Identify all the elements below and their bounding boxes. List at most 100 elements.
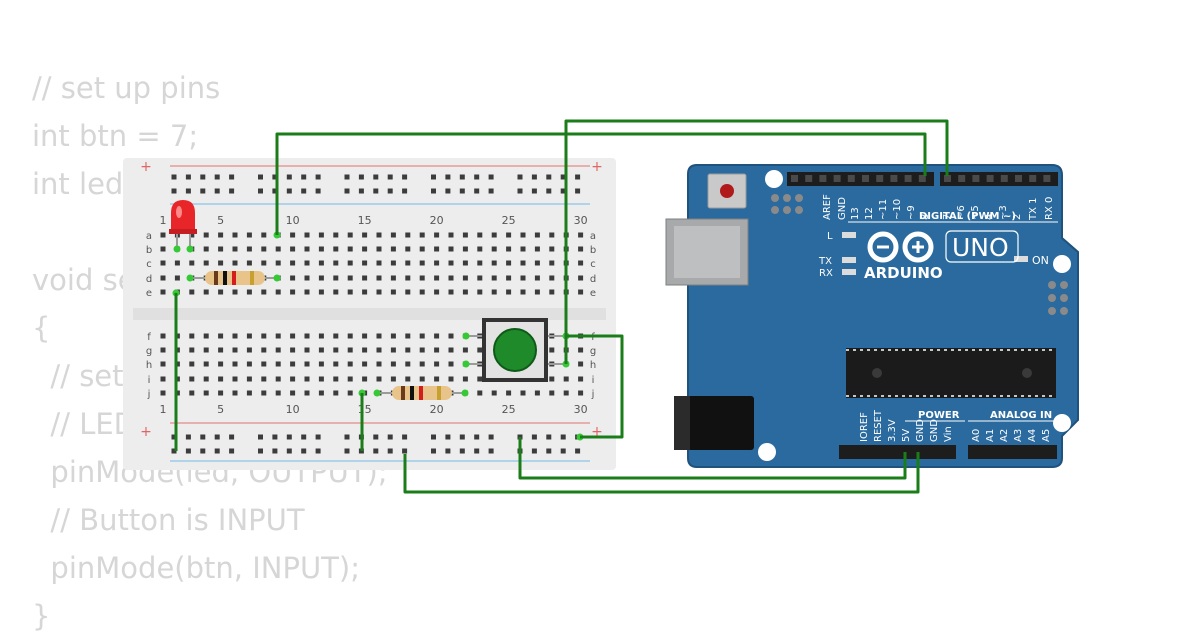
usb-port-inner	[674, 226, 740, 278]
breadboard-hole	[448, 361, 454, 367]
icsp-pin	[771, 194, 779, 202]
breadboard-hole	[419, 232, 425, 238]
header-pin	[862, 175, 869, 182]
breadboard-hole	[549, 289, 555, 295]
header-pin	[972, 175, 980, 182]
breadboard-hole	[390, 347, 396, 353]
breadboard-hole	[333, 289, 339, 295]
rail-hole	[286, 434, 292, 440]
breadboard-hole	[376, 232, 382, 238]
breadboard-hole	[318, 232, 324, 238]
breadboard-hole	[304, 361, 310, 367]
led-highlight	[176, 206, 182, 218]
code-line: int btn = 7;	[32, 119, 199, 153]
breadboard-hole	[261, 260, 267, 266]
breadboard-hole	[203, 289, 209, 295]
breadboard-hole	[261, 289, 267, 295]
breadboard-hole	[506, 232, 512, 238]
breadboard-hole	[160, 361, 166, 367]
rail-hole	[445, 434, 451, 440]
rail-hole	[315, 188, 321, 194]
breadboard-hole	[419, 361, 425, 367]
header-pin	[1043, 175, 1051, 182]
breadboard-hole	[347, 361, 353, 367]
arduino-logo	[867, 231, 934, 263]
breadboard-hole	[405, 333, 411, 339]
breadboard-hole	[246, 246, 252, 252]
rail-hole	[488, 174, 494, 180]
breadboard-hole	[246, 376, 252, 382]
power-label: POWER	[918, 410, 960, 421]
breadboard-hole	[203, 260, 209, 266]
breadboard-hole	[578, 289, 584, 295]
breadboard-hole	[578, 275, 584, 281]
rail-hole	[517, 174, 523, 180]
breadboard-hole	[477, 390, 483, 396]
breadboard-hole	[160, 390, 166, 396]
breadboard-hole	[419, 246, 425, 252]
digital-pin-label: ~5	[970, 205, 981, 220]
breadboard-hole	[290, 289, 296, 295]
rail-hole	[185, 434, 191, 440]
led-tx	[842, 257, 856, 263]
breadboard-hole	[448, 246, 454, 252]
breadboard-hole	[448, 275, 454, 281]
breadboard-hole	[376, 246, 382, 252]
breadboard-hole	[405, 376, 411, 382]
breadboard-hole	[203, 347, 209, 353]
breadboard-hole	[333, 333, 339, 339]
rail-hole	[185, 448, 191, 454]
row-letter: i	[592, 375, 595, 386]
breadboard-hole	[290, 347, 296, 353]
breadboard-hole	[376, 376, 382, 382]
breadboard-hole	[333, 260, 339, 266]
breadboard-hole	[506, 275, 512, 281]
breadboard-hole	[563, 376, 569, 382]
row-letter: i	[148, 375, 151, 386]
header-pin	[847, 175, 855, 182]
breadboard-hole	[578, 390, 584, 396]
mounting-hole	[1053, 414, 1071, 432]
breadboard-hole	[491, 232, 497, 238]
breadboard-hole	[275, 289, 281, 295]
rail-hole	[286, 188, 292, 194]
breadboard-hole	[290, 260, 296, 266]
header-pin	[904, 175, 912, 182]
mounting-hole	[1053, 255, 1071, 273]
row-letter: a	[146, 231, 152, 242]
breadboard-hole	[261, 333, 267, 339]
breadboard-hole	[318, 289, 324, 295]
breadboard-hole	[189, 376, 195, 382]
breadboard-hole	[347, 390, 353, 396]
breadboard-hole	[333, 390, 339, 396]
breadboard-hole	[462, 347, 468, 353]
breadboard-hole	[434, 289, 440, 295]
breadboard-hole	[275, 246, 281, 252]
icsp-pin	[1060, 294, 1068, 302]
rail-hole	[185, 174, 191, 180]
rail-hole	[546, 188, 552, 194]
plus-sign: +	[140, 424, 152, 440]
led-rx-label: RX	[819, 268, 833, 279]
led-l-label: L	[827, 231, 833, 242]
rail-hole	[402, 448, 408, 454]
uno-model: UNO	[952, 233, 1009, 262]
breadboard-hole	[434, 361, 440, 367]
breadboard-hole	[203, 232, 209, 238]
rail-hole	[171, 188, 177, 194]
breadboard-hole	[434, 232, 440, 238]
breadboard-hole	[419, 333, 425, 339]
breadboard-hole	[534, 246, 540, 252]
rail-hole	[560, 434, 566, 440]
power-pin-label: Vin	[943, 426, 954, 442]
breadboard-hole	[520, 260, 526, 266]
row-letter: j	[591, 389, 595, 400]
column-number: 15	[358, 214, 372, 227]
breadboard-hole	[290, 246, 296, 252]
breadboard-hole	[362, 333, 368, 339]
breadboard-hole	[419, 260, 425, 266]
breadboard-hole	[419, 275, 425, 281]
